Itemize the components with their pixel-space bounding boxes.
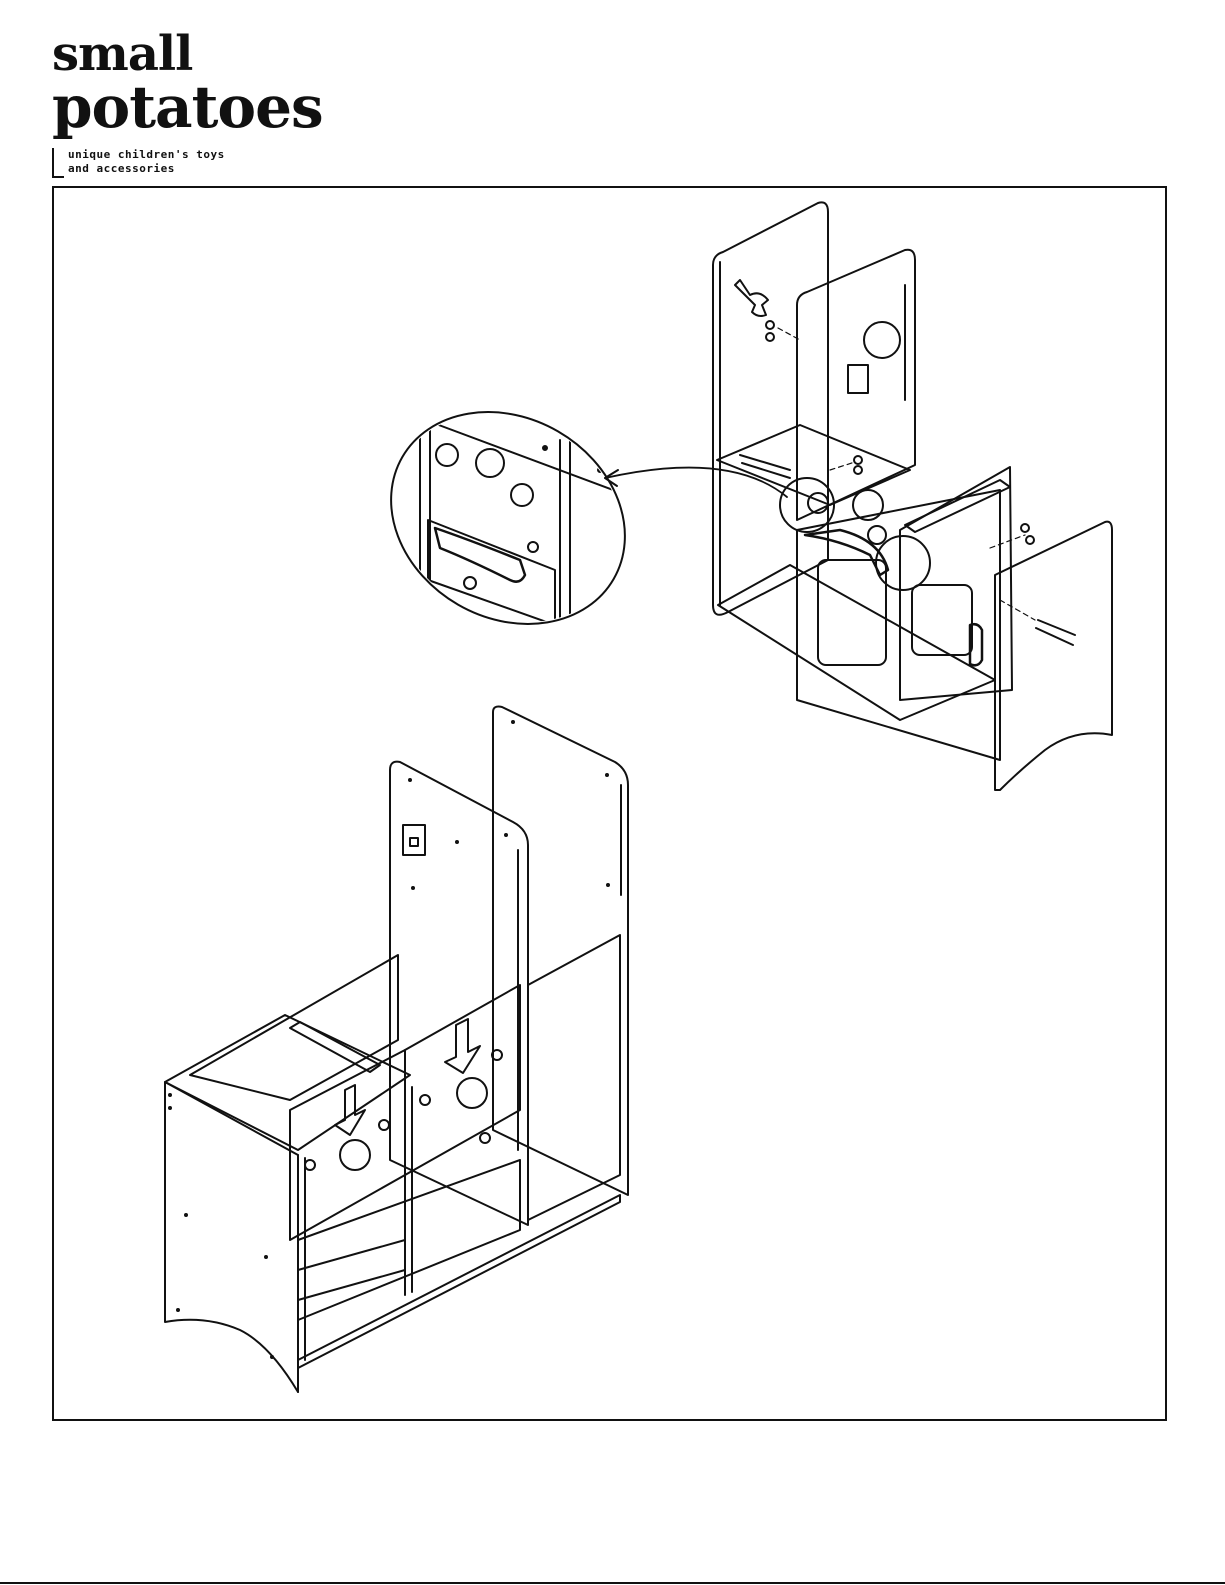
stove-knob — [868, 526, 886, 544]
page-bottom-rule — [0, 1582, 1225, 1584]
mounting-bracket — [403, 825, 425, 855]
tall-side-panel — [713, 202, 828, 614]
rear-tall-panel — [493, 707, 628, 1195]
cam-bolt — [854, 456, 862, 464]
cam-bolt — [766, 333, 774, 341]
sink-hole — [457, 1078, 487, 1108]
front-divider-panel-right — [405, 985, 520, 1175]
sink-hole — [340, 1140, 370, 1170]
lower-assembly-diagram — [165, 707, 628, 1392]
wrench-icon — [735, 280, 768, 316]
cam-bolt — [1021, 524, 1029, 532]
part-marker — [864, 322, 900, 358]
left-end-panel — [165, 1082, 298, 1392]
upper-assembly-diagram — [605, 202, 1112, 790]
down-arrow-icon — [445, 1019, 480, 1073]
inner-rail — [290, 1022, 380, 1072]
middle-tall-panel — [390, 762, 528, 1225]
stove-knob — [511, 484, 533, 506]
long-screw — [740, 455, 790, 470]
detail-content — [420, 412, 640, 640]
part-marker — [476, 449, 504, 477]
shelf-edge — [298, 1240, 405, 1270]
cam-bolt — [1026, 536, 1034, 544]
long-screw — [1038, 620, 1075, 635]
faucet-hole — [379, 1120, 389, 1130]
mounting-bracket — [848, 365, 868, 393]
knob-post — [480, 1133, 490, 1143]
detail-ellipse — [352, 370, 663, 665]
oven-handle-detail — [435, 528, 525, 582]
lower-cabinet-front — [298, 1160, 520, 1320]
magnified-detail — [352, 370, 663, 665]
long-screw — [1036, 628, 1073, 645]
sink-window — [912, 585, 972, 655]
faucet-hole — [305, 1160, 315, 1170]
faucet-hole — [420, 1095, 430, 1105]
bottom-rail — [298, 1195, 620, 1368]
rear-lower-panel — [528, 935, 620, 1220]
back-frame-panel — [190, 955, 398, 1100]
bracket-slot — [410, 838, 418, 846]
cam-bolt — [766, 321, 774, 329]
shelf-edge — [298, 1270, 405, 1300]
knob-post — [528, 542, 538, 552]
down-arrow-icon — [335, 1085, 365, 1135]
callout-arrow — [605, 468, 787, 497]
bottom-shelf — [718, 565, 995, 720]
top-rail — [165, 1015, 410, 1150]
stove-knob — [436, 444, 458, 466]
detail-callout-circle — [780, 478, 834, 532]
cam-bolt — [854, 466, 862, 474]
knob-post — [464, 577, 476, 589]
